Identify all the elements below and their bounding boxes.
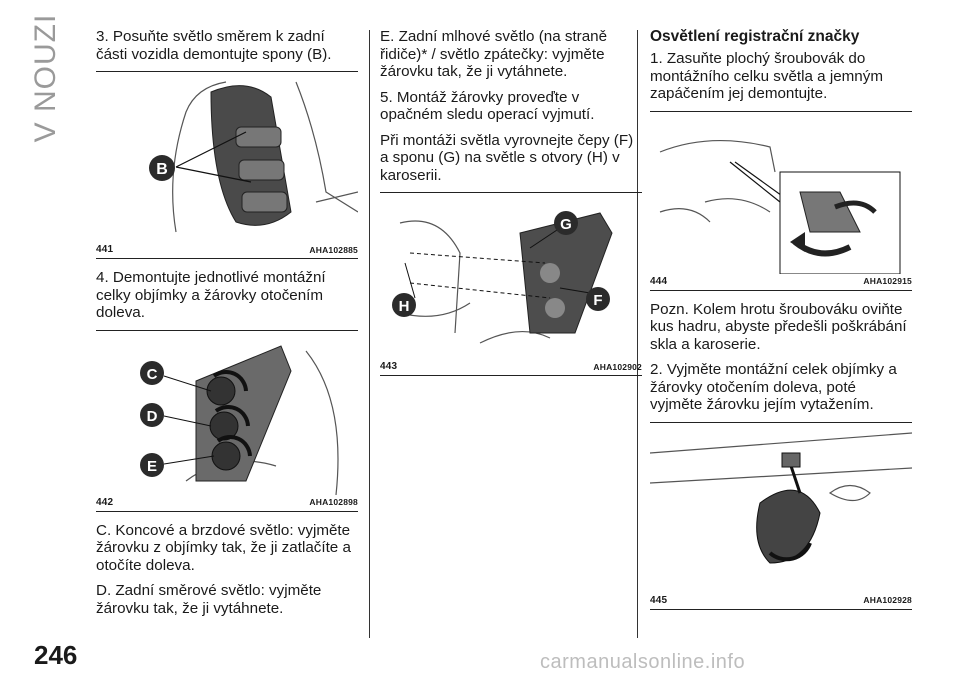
section-side-label: V NOUZI (22, 14, 70, 143)
callout-g: G (554, 211, 578, 235)
callout-e: E (140, 452, 164, 477)
step-4-text: 4. Demontujte jednotlivé montážní celky … (96, 269, 326, 321)
figure-441-code: AHA102885 (309, 244, 358, 255)
callout-c: C (140, 360, 164, 385)
figure-445-code: AHA102928 (863, 595, 912, 605)
figure-444-code: AHA102915 (863, 276, 912, 286)
section-title: V NOUZI (29, 13, 62, 143)
page-number: 246 (34, 640, 78, 670)
column-1: 3. Posuňte světlo směrem k zadní části v… (96, 28, 358, 625)
figure-442-caption: 442 AHA102898 (96, 495, 358, 512)
callout-b: B (149, 155, 175, 181)
callout-b-label: B (156, 161, 168, 178)
figure-444: 444 AHA102915 (650, 110, 912, 291)
license-plate-heading: Osvětlení registrační značky (650, 28, 860, 45)
callout-d-label: D (147, 408, 158, 425)
callout-c-label: C (147, 366, 158, 383)
figure-441-caption: 441 AHA102885 (96, 242, 358, 259)
figure-443-number: 443 (380, 361, 398, 372)
step-3-text: 3. Posuňte světlo směrem k zadní části v… (96, 28, 332, 63)
watermark: carmanualsonline.info (540, 651, 746, 673)
figure-441-illustration: B (149, 81, 358, 233)
figure-442-number: 442 (96, 496, 114, 508)
figure-442-code: AHA102898 (309, 497, 358, 507)
note-e-text: E. Zadní mlhové světlo (na straně řidiče… (380, 28, 608, 80)
figure-444-number: 444 (650, 275, 668, 287)
figure-442-illustration: C D E (140, 344, 339, 495)
callout-f-label: F (593, 292, 602, 309)
plate-note-text: Pozn. Kolem hrotu šroubováku oviňte kus … (650, 300, 907, 353)
figure-441-number: 441 (96, 244, 114, 255)
note-c-text: C. Koncové a brzdové světlo: vyjměte žár… (96, 521, 351, 574)
figure-443: G H F 443 AHA102902 (380, 192, 642, 376)
figure-442: C D E 442 AHA102898 (96, 329, 358, 512)
step-5-text: 5. Montáž žárovky proveďte v opačném sle… (380, 88, 595, 124)
figure-443-caption: 443 AHA102902 (380, 359, 642, 376)
callout-d: D (140, 402, 164, 427)
callout-h-label: H (399, 298, 410, 315)
mounting-text: Při montáži světla vyrovnejte čepy (F) a… (380, 131, 634, 184)
callout-g-label: G (560, 216, 572, 233)
callout-h: H (392, 293, 416, 317)
figure-445-illustration (650, 431, 912, 564)
figure-444-caption: 444 AHA102915 (650, 274, 912, 291)
figure-443-illustration: G H F (392, 211, 613, 344)
column-divider-1 (369, 30, 370, 638)
callout-f: F (586, 287, 610, 311)
column-3: Osvětlení registrační značky 1. Zasuňte … (650, 28, 912, 620)
figure-445-caption: 445 AHA102928 (650, 593, 912, 610)
note-d-text: D. Zadní směrové světlo: vyjměte žárovku… (96, 582, 322, 617)
column-2: E. Zadní mlhové světlo (na straně řidiče… (380, 28, 642, 386)
figure-441: B 441 AHA102885 (96, 71, 358, 259)
column-divider-2 (637, 30, 638, 638)
figure-443-code: AHA102902 (593, 361, 642, 372)
figure-445: 445 AHA102928 (650, 421, 912, 610)
callout-e-label: E (147, 458, 157, 475)
plate-step-1-text: 1. Zasuňte plochý šroubovák do montážníh… (650, 50, 883, 102)
figure-445-number: 445 (650, 594, 668, 606)
figure-444-illustration (659, 139, 901, 274)
plate-step-2-text: 2. Vyjměte montážní celek objímky a žáro… (650, 361, 897, 413)
